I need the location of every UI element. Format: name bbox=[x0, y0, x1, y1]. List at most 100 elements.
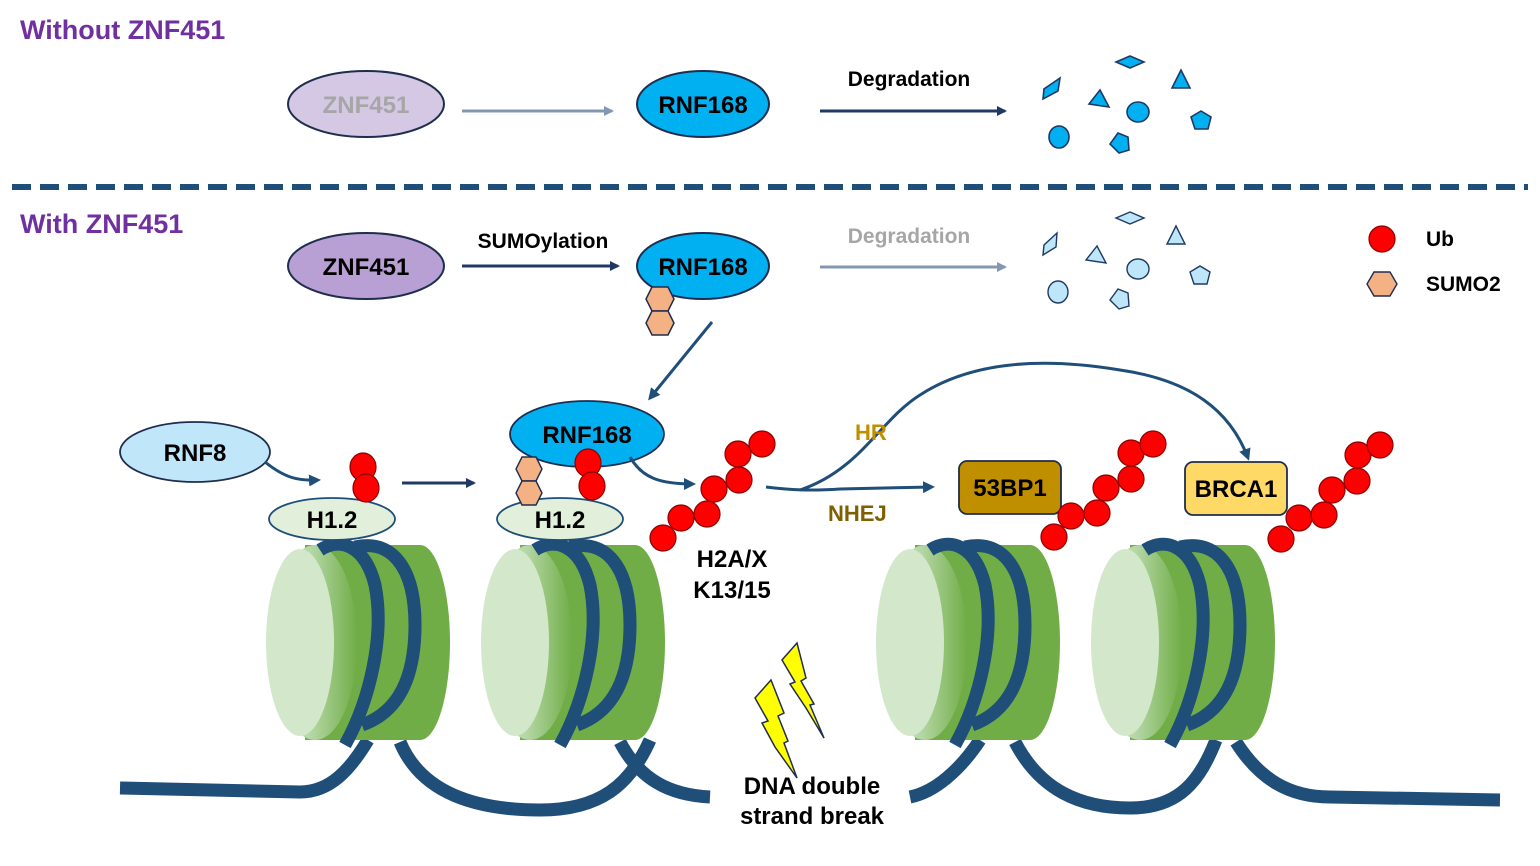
node-label: BRCA1 bbox=[1195, 476, 1278, 503]
lightning-icon bbox=[781, 641, 825, 739]
ub-icon bbox=[724, 440, 752, 468]
fragment-triangle bbox=[1084, 244, 1108, 264]
node-rnf168: RNF168 bbox=[636, 70, 770, 138]
sumo2-chain bbox=[645, 286, 675, 336]
fragment-triangle bbox=[1170, 68, 1192, 89]
fragment-pentagon bbox=[1108, 132, 1130, 154]
legend-item-ub: Ub bbox=[1368, 225, 1454, 253]
node-znf451-faded: ZNF451 bbox=[287, 70, 445, 138]
arrow-hr bbox=[799, 361, 1251, 492]
lightning-icon bbox=[754, 678, 798, 779]
fragment-pentagon bbox=[1190, 110, 1212, 130]
dna-linker-middle-2 bbox=[1009, 737, 1223, 815]
ub-icon bbox=[1139, 430, 1167, 458]
node-rnf168-sumoylated: RNF168 bbox=[636, 232, 770, 336]
dna-wrap bbox=[568, 539, 637, 732]
legend-item-sumo2: SUMO2 bbox=[1366, 271, 1501, 297]
fragment-pentagon bbox=[1189, 265, 1211, 285]
node-brca1: BRCA1 bbox=[1184, 461, 1288, 516]
section-with-znf451: With ZNF451 ZNF451 SUMOylation RNF168 De… bbox=[20, 209, 1501, 401]
fragment-circle bbox=[1047, 280, 1069, 304]
fragment-circle bbox=[1126, 258, 1150, 280]
ub-icon bbox=[1040, 523, 1068, 551]
node-label: 53BP1 bbox=[973, 475, 1046, 502]
node-label: RNF168 bbox=[658, 92, 747, 119]
legend: Ub SUMO2 bbox=[1366, 225, 1501, 297]
section-without-znf451: Without ZNF451 ZNF451 RNF168 Degradation bbox=[20, 15, 1212, 154]
ub-icon bbox=[352, 473, 380, 503]
ub-chain-53bp1 bbox=[1040, 430, 1167, 551]
histone-core-face-highlight bbox=[1091, 549, 1159, 736]
edge-label-degradation-faded: Degradation bbox=[848, 225, 971, 248]
node-h1-right: H1.2 bbox=[496, 497, 624, 541]
sumo2-chain-chromatin bbox=[515, 456, 543, 506]
fragment-triangle bbox=[1087, 88, 1111, 109]
fragment-rhombus bbox=[1042, 231, 1058, 257]
legend-label: Ub bbox=[1426, 228, 1454, 251]
lightning-icons bbox=[754, 641, 825, 779]
section-title-without: Without ZNF451 bbox=[20, 15, 225, 45]
dna-wrap bbox=[1141, 537, 1210, 749]
ub-icon bbox=[667, 504, 695, 532]
ub-chain-h2a bbox=[649, 430, 776, 552]
ub-icon bbox=[1285, 504, 1313, 532]
sumo2-hexagon bbox=[515, 456, 543, 482]
nucleosome-4 bbox=[1091, 537, 1276, 749]
dsb-label-line2: strand break bbox=[740, 803, 885, 830]
node-rnf8: RNF8 bbox=[119, 421, 271, 483]
dna-linker-middle-1 bbox=[394, 737, 656, 817]
edge-label-degradation: Degradation bbox=[848, 68, 971, 91]
node-53bp1: 53BP1 bbox=[958, 460, 1062, 515]
node-label: H1.2 bbox=[535, 507, 586, 534]
sumo2-hexagon-icon bbox=[1366, 271, 1398, 297]
degraded-fragments-faded bbox=[1042, 211, 1211, 310]
h2a-label-line2: K13/15 bbox=[693, 577, 770, 604]
edge-label-sumoylation: SUMOylation bbox=[478, 230, 609, 253]
ub-icon bbox=[693, 500, 721, 528]
ub-icon bbox=[578, 471, 606, 501]
label-nhej: NHEJ bbox=[828, 501, 887, 526]
nucleosomes bbox=[266, 537, 1276, 749]
arrow-rnf168-to-h2a bbox=[628, 456, 696, 490]
node-h1-left: H1.2 bbox=[268, 497, 396, 541]
node-label: RNF168 bbox=[658, 254, 747, 281]
sumo2-hexagon bbox=[515, 480, 543, 506]
ub-icon bbox=[1267, 525, 1295, 553]
degraded-fragments bbox=[1042, 55, 1212, 154]
nucleosome-3 bbox=[876, 537, 1061, 749]
ub-circle-icon bbox=[1368, 225, 1396, 253]
legend-label: SUMO2 bbox=[1426, 273, 1501, 296]
arrow-rnf8-to-h1 bbox=[264, 460, 321, 487]
label-hr: HR bbox=[855, 420, 887, 445]
fragment-pentagon bbox=[1109, 288, 1130, 310]
ub-icon bbox=[1117, 465, 1145, 493]
arrow-rnf168-recruitment bbox=[648, 321, 714, 401]
h2a-label-line1: H2A/X bbox=[697, 546, 768, 573]
node-label: RNF8 bbox=[164, 440, 227, 467]
dsb-label-line1: DNA double bbox=[744, 773, 880, 800]
node-rnf168-chromatin: RNF168 bbox=[509, 400, 665, 468]
dna-linker-break-right bbox=[908, 736, 986, 804]
dna-wrap bbox=[963, 539, 1032, 732]
node-label: ZNF451 bbox=[323, 254, 410, 281]
sumo2-hexagon bbox=[645, 310, 675, 336]
nucleosome-2 bbox=[481, 537, 666, 749]
ub-icon bbox=[1318, 476, 1346, 504]
section-title-with: With ZNF451 bbox=[20, 209, 183, 239]
ub-icon bbox=[748, 430, 776, 458]
dna-wrap bbox=[1178, 539, 1247, 732]
ub-chain-brca1 bbox=[1267, 431, 1394, 553]
ub-icon bbox=[649, 524, 677, 552]
fragment-diamond bbox=[1114, 211, 1146, 225]
dna-linker-break-left bbox=[614, 738, 711, 804]
ub-icon bbox=[725, 466, 753, 494]
dna-linker-right bbox=[1230, 738, 1501, 807]
fragment-rhombus bbox=[1042, 76, 1062, 101]
ub-icon bbox=[1343, 467, 1371, 495]
node-label: H1.2 bbox=[307, 507, 358, 534]
fragment-circle bbox=[1048, 125, 1070, 149]
dna-wrap bbox=[316, 537, 385, 749]
ub-icon bbox=[1057, 502, 1085, 530]
fragment-circle bbox=[1126, 101, 1150, 123]
